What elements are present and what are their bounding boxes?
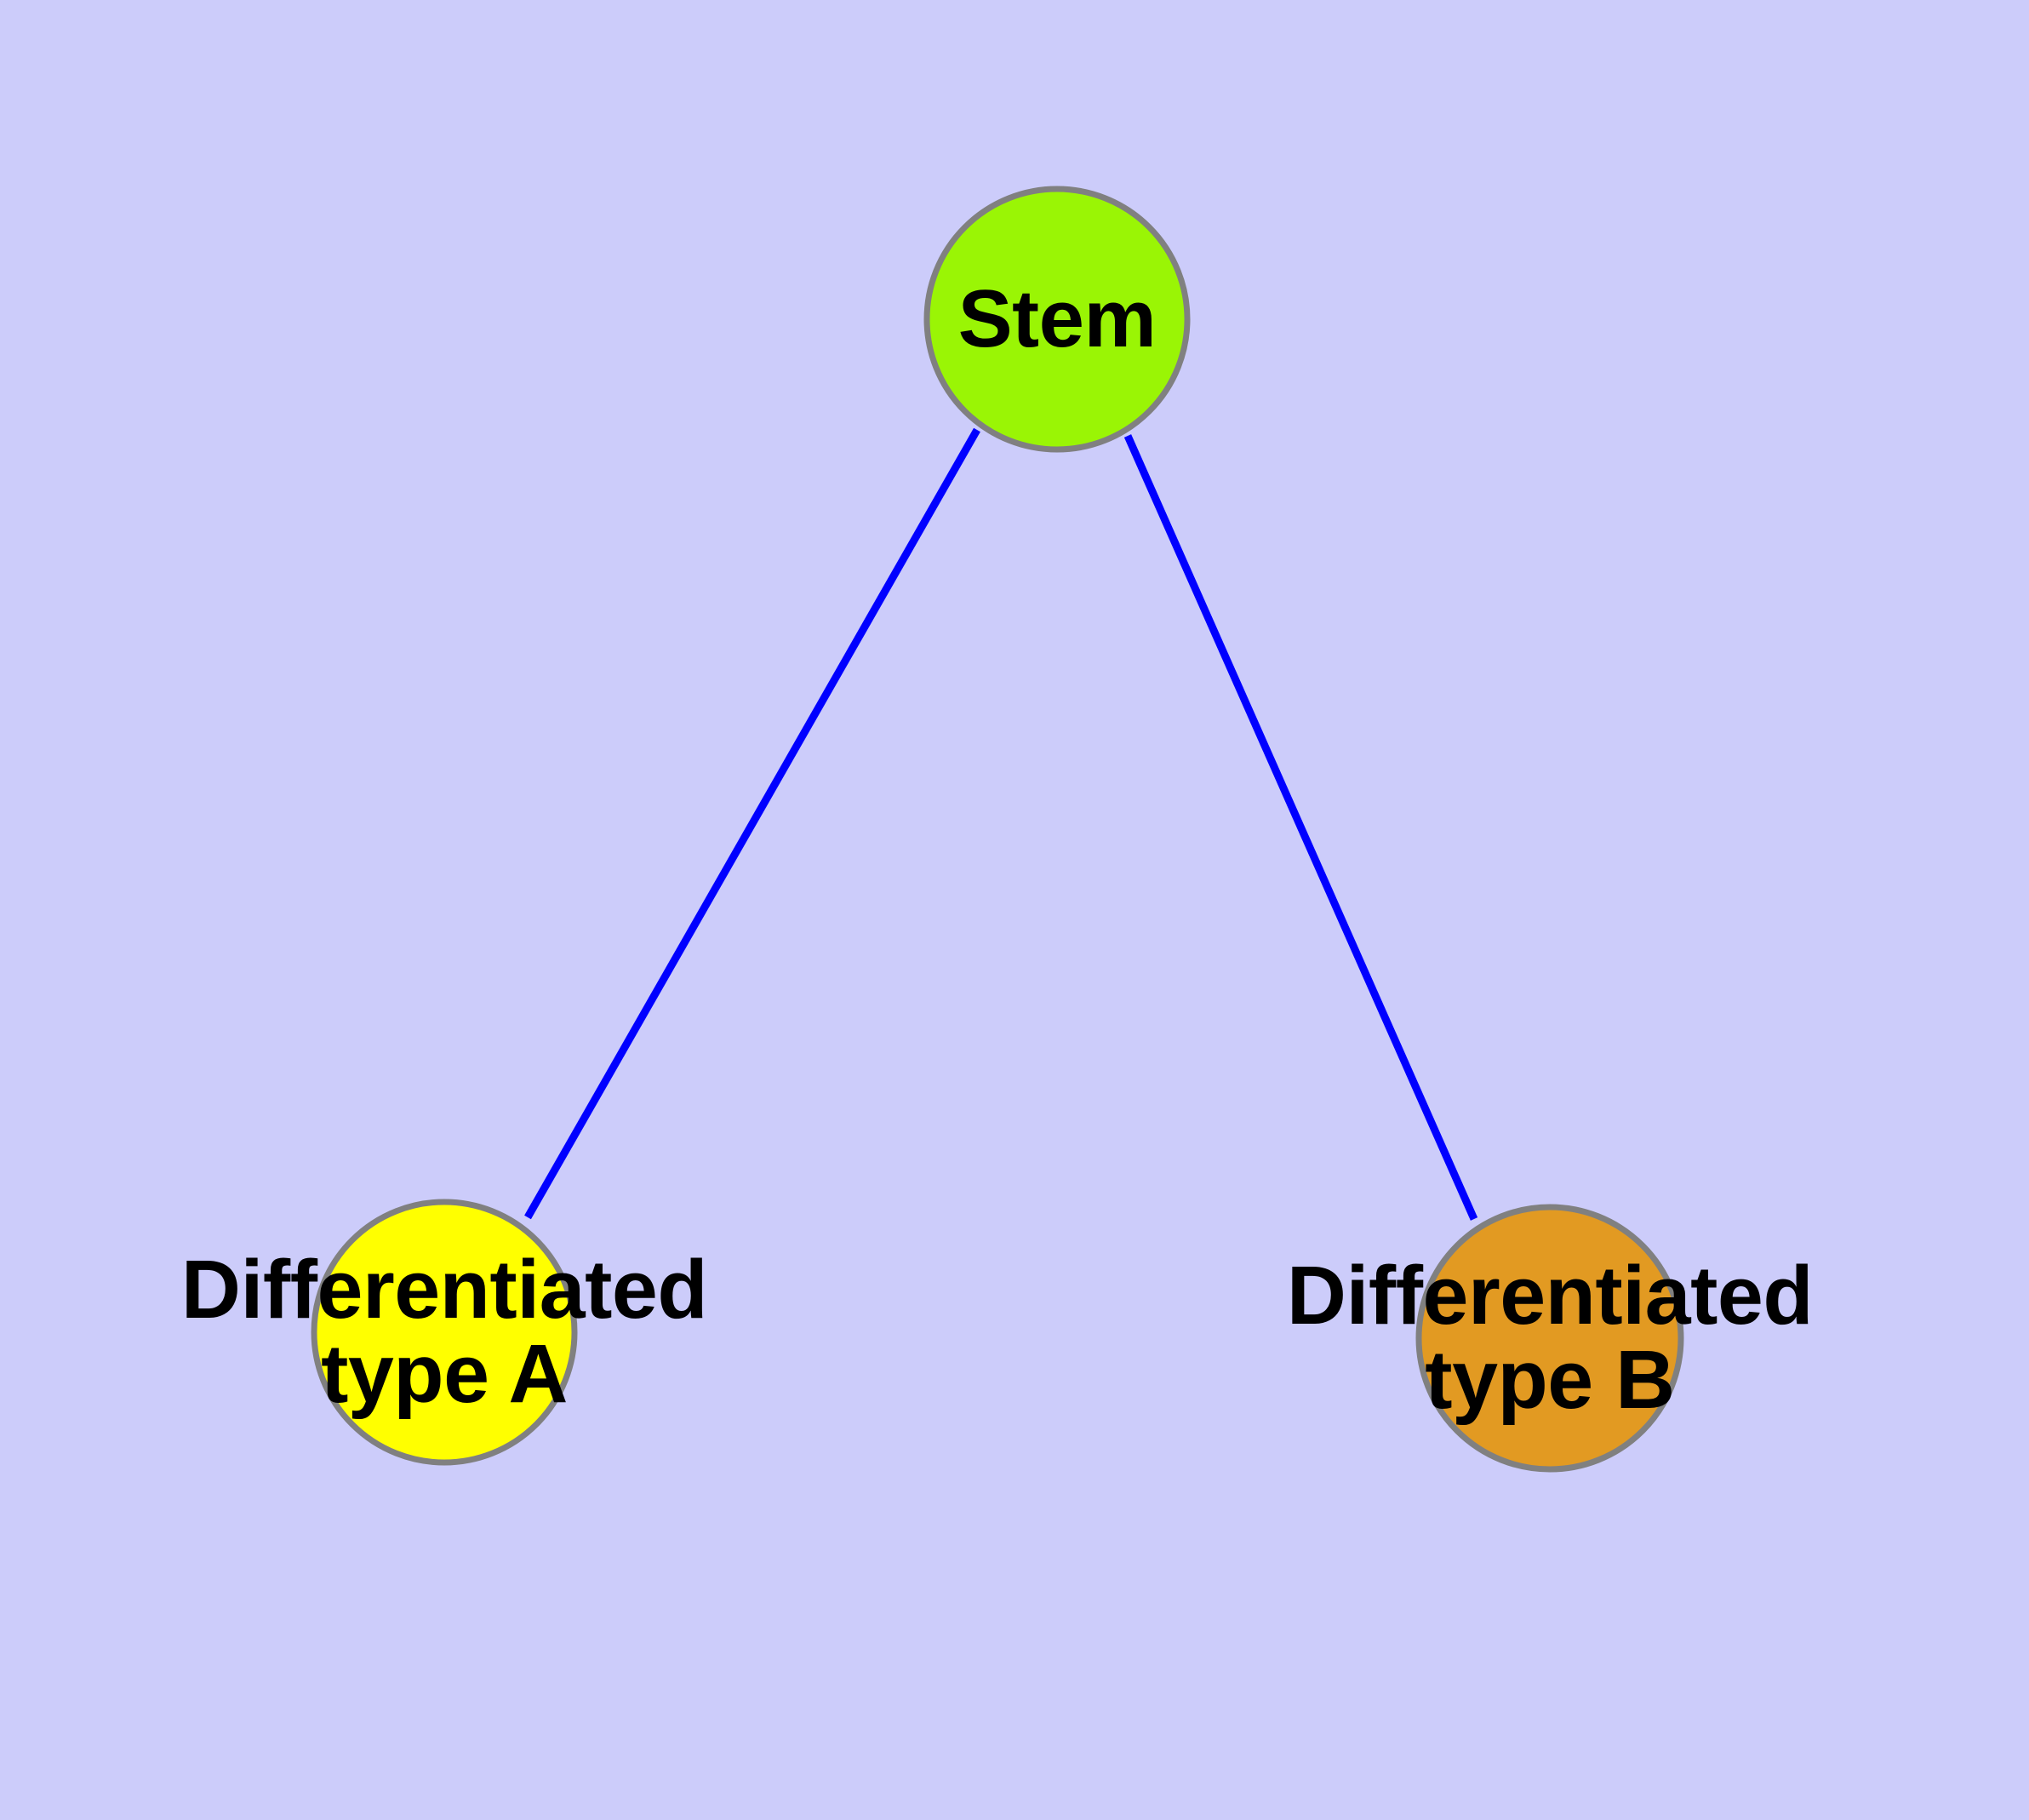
node-differentiated-type-b[interactable] [1415, 1204, 1684, 1473]
edge-stem-to-differentiated-a[interactable] [524, 427, 980, 1220]
node-differentiated-type-a[interactable] [311, 1199, 578, 1466]
node-stem[interactable] [923, 186, 1191, 453]
edges-group [524, 427, 1478, 1221]
nodes-group [311, 186, 1684, 1473]
edge-stem-to-differentiated-b[interactable] [1123, 434, 1478, 1221]
